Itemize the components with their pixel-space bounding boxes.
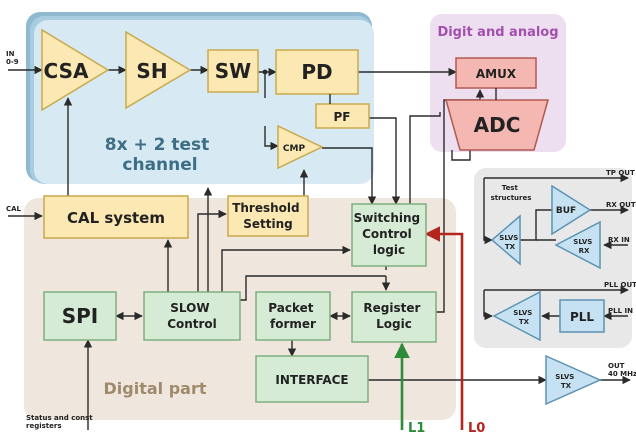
pll-block: PLL [559,299,605,333]
adc-block: ADC [445,99,549,151]
svg-text:SPI: SPI [62,304,99,328]
svg-text:SH: SH [136,59,167,83]
svg-text:SLVS TX: SLVS TX [513,309,534,326]
svg-text:BUF: BUF [556,206,576,216]
cmp-block: CMP [277,124,324,170]
svg-text:INTERFACE: INTERFACE [275,373,348,387]
threshold-setting-block: Threshold Setting [227,195,309,237]
svg-text:SLVS TX: SLVS TX [499,234,520,251]
svg-text:Packet former: Packet former [268,301,317,331]
svg-text:SLVS TX: SLVS TX [555,373,576,390]
l0-label: L0 [468,421,485,434]
svg-text:ADC: ADC [474,113,521,137]
l0-line [424,226,464,430]
spi-block: SPI [43,291,117,341]
slvs-tx-block-1: SLVS TX [490,214,521,266]
svg-text:CMP: CMP [283,144,306,154]
svg-text:SW: SW [215,59,251,83]
svg-text:CAL system: CAL system [67,209,165,227]
packet-former-block: Packet former [255,291,331,341]
rx-in-label: RX IN [608,236,630,244]
svg-text:CSA: CSA [44,59,89,83]
channel-title: 8x + 2 test channel [105,135,215,175]
svg-text:Threshold Setting: Threshold Setting [232,201,304,231]
wires [8,65,631,430]
svg-text:AMUX: AMUX [476,67,517,81]
svg-text:PF: PF [334,110,351,124]
svg-text:PLL: PLL [570,310,594,324]
csa-block: CSA [41,28,110,112]
in-label: IN 0-9 [6,50,19,66]
slvs-tx-block-3: SLVS TX [545,354,602,406]
status-label: Status and const registers [26,414,95,430]
cal-system-block: CAL system [43,195,189,239]
cal-label: CAL [6,205,22,213]
pf-block: PF [315,103,370,129]
svg-text:PD: PD [301,60,332,84]
l1-label: L1 [408,421,425,434]
switching-control-block: Switching Control logic [351,203,427,267]
interface-block: INTERFACE [255,355,369,403]
amux-block: AMUX [455,57,537,89]
pll-out-label: PLL OUT [604,281,636,289]
slow-control-block: SLOW Control [143,291,241,341]
channel-region [26,12,374,184]
pll-in-label: PLL IN [608,307,633,315]
sw-block: SW [207,49,259,93]
tp-out-label: TP OUT [606,169,635,177]
svg-text:Switching Control: Switching Control logic [354,211,425,257]
pd-block: PD [275,49,359,95]
slvs-tx-block-2: SLVS TX [492,290,541,342]
svg-text:SLVS RX: SLVS RX [573,238,594,255]
digit-analog-title: Digit and analog [437,25,558,40]
slvs-rx-block: SLVS RX [554,220,601,270]
svg-text:Register Logic: Register Logic [363,301,424,331]
digital-title: Digital part [104,379,207,398]
test-structures-title: Test structures [491,184,532,202]
register-logic-block: Register Logic [351,291,437,343]
rx-out-label: RX OUT [606,201,636,209]
out-label: OUT 40 MHz [608,362,636,378]
svg-text:SLOW Control: SLOW Control [167,301,217,331]
buf-block: BUF [551,184,592,236]
sh-block: SH [125,30,192,110]
